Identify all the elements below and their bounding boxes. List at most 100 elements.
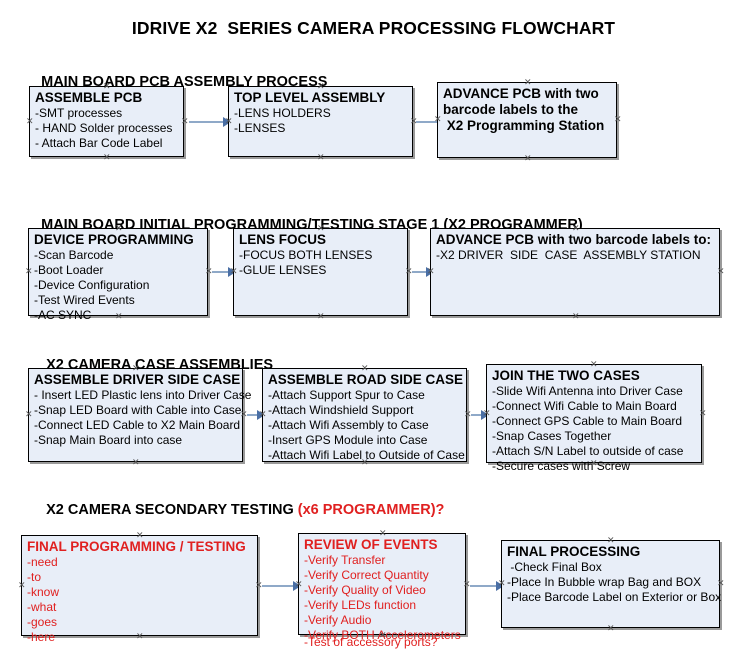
resize-handle-left[interactable]	[225, 118, 232, 125]
resize-handle-bottom[interactable]	[361, 459, 368, 466]
resize-handle-right[interactable]	[717, 580, 724, 587]
flow-box-assemble-pcb[interactable]: ASSEMBLE PCB -SMT processes - HAND Solde…	[29, 86, 184, 157]
connector-line	[189, 121, 225, 123]
flow-box-line: -Attach Support Spur to Case	[268, 388, 425, 402]
resize-handle-right[interactable]	[717, 268, 724, 275]
flow-box-title: TOP LEVEL ASSEMBLY	[234, 90, 386, 105]
flow-box-final-processing[interactable]: FINAL PROCESSING -Check Final Box -Place…	[501, 540, 721, 628]
flow-box-line: -LENSES	[234, 121, 286, 135]
flow-box-review-of-events[interactable]: REVIEW OF EVENTS -Verify Transfer -Verif…	[298, 533, 466, 649]
resize-handle-left[interactable]	[434, 116, 441, 123]
section-heading-accent: (x6 PROGRAMMER)?	[297, 502, 445, 518]
resize-handle-right[interactable]	[181, 118, 188, 125]
flow-box-assemble-driver-side-case[interactable]: ASSEMBLE DRIVER SIDE CASE - Insert LED P…	[28, 368, 251, 462]
resize-handle-bottom[interactable]	[379, 632, 386, 639]
flow-box-line: -what	[27, 600, 57, 614]
resize-handle-bottom[interactable]	[132, 459, 139, 466]
resize-handle-left[interactable]	[25, 268, 32, 275]
flow-box-title: REVIEW OF EVENTS	[304, 537, 438, 552]
resize-handle-top[interactable]	[572, 225, 579, 232]
flow-box-advance-pcb-programming-station[interactable]: ADVANCE PCB with two barcode labels to t…	[437, 82, 617, 158]
resize-handle-top[interactable]	[524, 79, 531, 86]
flow-box-assemble-road-side-case[interactable]: ASSEMBLE ROAD SIDE CASE -Attach Support …	[262, 368, 467, 462]
resize-handle-top[interactable]	[115, 225, 122, 232]
flow-box-title: JOIN THE TWO CASES	[492, 368, 640, 383]
resize-handle-right[interactable]	[699, 410, 706, 417]
flow-box-line: -Check Final Box	[507, 560, 602, 574]
resize-handle-top[interactable]	[607, 537, 614, 544]
resize-handle-right[interactable]	[464, 411, 471, 418]
flow-box-title: ADVANCE PCB with two barcode labels to:	[436, 232, 712, 247]
connector-line	[412, 271, 428, 273]
resize-handle-right[interactable]	[255, 582, 262, 589]
flow-box-line: -Attach S/N Label to outside of case	[492, 444, 684, 458]
flow-box-overflow-line: -Test of accessory ports?	[304, 635, 438, 649]
resize-handle-bottom[interactable]	[317, 313, 324, 320]
resize-handle-left[interactable]	[26, 118, 33, 125]
flow-box-line: X2 Programming Station	[443, 118, 605, 133]
resize-handle-left[interactable]	[295, 581, 302, 588]
flow-box-lens-focus[interactable]: LENS FOCUS -FOCUS BOTH LENSES -GLUE LENS…	[233, 228, 408, 316]
flow-box-line: -Slide Wifi Antenna into Driver Case	[492, 384, 683, 398]
resize-handle-bottom[interactable]	[136, 633, 143, 640]
resize-handle-top[interactable]	[590, 361, 597, 368]
resize-handle-left[interactable]	[483, 410, 490, 417]
flow-box-line: -Test Wired Events	[34, 293, 135, 307]
flow-box-line: -Boot Loader	[34, 263, 104, 277]
resize-handle-top[interactable]	[317, 83, 324, 90]
flow-box-line: -Attach Windshield Support	[268, 403, 414, 417]
flow-box-device-programming[interactable]: DEVICE PROGRAMMING -Scan Barcode -Boot L…	[28, 228, 208, 322]
resize-handle-bottom[interactable]	[103, 154, 110, 161]
resize-handle-left[interactable]	[230, 268, 237, 275]
resize-handle-left[interactable]	[18, 582, 25, 589]
resize-handle-right[interactable]	[463, 581, 470, 588]
flow-box-line: -Device Configuration	[34, 278, 150, 292]
flow-box-advance-pcb-driver-side-case[interactable]: ADVANCE PCB with two barcode labels to: …	[430, 228, 720, 316]
connector-line	[416, 121, 442, 123]
resize-handle-top[interactable]	[379, 530, 386, 537]
flow-box-line: -Scan Barcode	[34, 248, 114, 262]
resize-handle-left[interactable]	[259, 411, 266, 418]
resize-handle-right[interactable]	[614, 116, 621, 123]
flow-box-line: -Snap LED Board with Cable into Case	[34, 403, 242, 417]
resize-handle-left[interactable]	[25, 411, 32, 418]
resize-handle-bottom[interactable]	[524, 155, 531, 162]
flow-box-line: -Insert GPS Module into Case	[268, 433, 428, 447]
flow-box-line: -here	[27, 630, 56, 644]
flow-box-line: -Verify Audio	[304, 613, 372, 627]
resize-handle-right[interactable]	[240, 411, 247, 418]
flow-box-line: -goes	[27, 615, 58, 629]
flow-box-line: -AC SYNC	[34, 308, 92, 322]
flow-box-join-the-two-cases[interactable]: JOIN THE TWO CASES -Slide Wifi Antenna i…	[486, 364, 702, 473]
flow-box-line: -Connect LED Cable to X2 Main Board	[34, 418, 241, 432]
flow-box-line: -Snap Cases Together	[492, 429, 612, 443]
connector-line	[471, 414, 484, 416]
resize-handle-top[interactable]	[317, 225, 324, 232]
section-heading-x2-camera-secondary-testing: X2 CAMERA SECONDARY TESTING (x6 PROGRAMM…	[30, 486, 444, 534]
connector-line	[212, 271, 230, 273]
flow-box-top-level-assembly[interactable]: TOP LEVEL ASSEMBLY -LENS HOLDERS -LENSES	[228, 86, 413, 157]
flow-box-title: ASSEMBLE DRIVER SIDE CASE	[34, 372, 241, 387]
resize-handle-bottom[interactable]	[317, 154, 324, 161]
flow-box-final-programming-testing[interactable]: FINAL PROGRAMMING / TESTING -need -to -k…	[21, 535, 258, 644]
flow-box-line: -Verify Transfer	[304, 553, 386, 567]
flow-box-title: ASSEMBLE ROAD SIDE CASE	[268, 372, 464, 387]
resize-handle-bottom[interactable]	[590, 460, 597, 467]
flow-box-line: -GLUE LENSES	[239, 263, 327, 277]
flow-box-title: FINAL PROCESSING	[507, 544, 641, 559]
connector-line	[262, 585, 295, 587]
flow-box-title: ADVANCE PCB with two	[443, 86, 599, 101]
resize-handle-top[interactable]	[103, 83, 110, 90]
resize-handle-top[interactable]	[132, 365, 139, 372]
resize-handle-left[interactable]	[427, 268, 434, 275]
flow-box-line: -FOCUS BOTH LENSES	[239, 248, 373, 262]
flow-box-title: ASSEMBLE PCB	[35, 90, 143, 105]
resize-handle-left[interactable]	[498, 580, 505, 587]
resize-handle-right[interactable]	[405, 268, 412, 275]
resize-handle-top[interactable]	[136, 532, 143, 539]
resize-handle-bottom[interactable]	[572, 313, 579, 320]
resize-handle-top[interactable]	[361, 365, 368, 372]
resize-handle-right[interactable]	[205, 268, 212, 275]
resize-handle-bottom[interactable]	[115, 313, 122, 320]
resize-handle-bottom[interactable]	[607, 625, 614, 632]
